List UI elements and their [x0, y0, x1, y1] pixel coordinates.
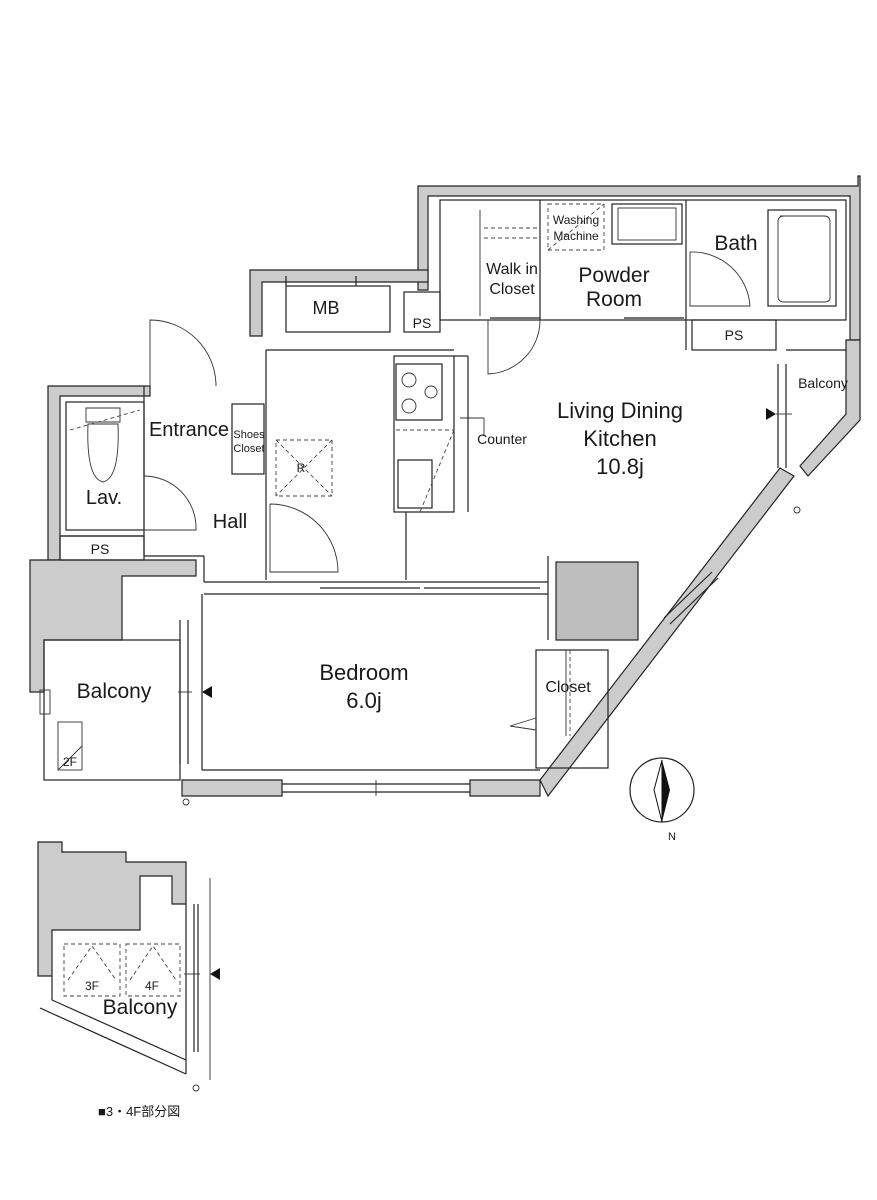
ldk-size-label: 10.8j — [596, 454, 644, 479]
ps-bath-label: PS — [725, 327, 744, 343]
bedroom-label: Bedroom — [319, 660, 408, 685]
ps-top-label: PS — [413, 315, 432, 331]
shoes-closet-label-2: Closet — [233, 443, 264, 455]
refrigerator-label: R — [297, 461, 306, 475]
hall-label: Hall — [213, 511, 247, 533]
partial-plan — [37, 841, 220, 1092]
compass — [629, 757, 695, 823]
partial-plan-caption: ■3・4F部分図 — [98, 1104, 180, 1119]
partial-balcony-label: Balcony — [103, 996, 178, 1019]
lav-label: Lav. — [86, 487, 122, 509]
interior-partitions — [39, 199, 847, 806]
entrance-label: Entrance — [149, 419, 229, 441]
washing-machine-label-2: Machine — [553, 229, 599, 243]
powder-room-label-2: Room — [586, 288, 642, 311]
bath-label: Bath — [714, 232, 757, 255]
floor-4f-label: 4F — [145, 979, 159, 993]
counter-label: Counter — [477, 431, 527, 447]
shoes-closet-label-1: Shoes — [233, 429, 265, 441]
mb-label: MB — [313, 298, 340, 318]
balcony-west-label: Balcony — [77, 680, 152, 703]
floor-2f-label: 2F — [63, 755, 77, 769]
washing-machine-label-1: Washing — [553, 213, 599, 227]
walk-in-closet-label-1: Walk in — [486, 261, 538, 278]
ldk-label-2: Kitchen — [583, 426, 656, 451]
bedroom-size-label: 6.0j — [346, 688, 381, 713]
powder-room-label-1: Powder — [578, 264, 649, 287]
compass-north-label: N — [668, 831, 676, 843]
balcony-east-label: Balcony — [798, 375, 848, 391]
ps-lav-label: PS — [91, 541, 110, 557]
walk-in-closet-label-2: Closet — [489, 281, 535, 298]
ldk-label-1: Living Dining — [557, 398, 683, 423]
outer-walls — [29, 175, 861, 798]
floor-3f-label: 3F — [85, 979, 99, 993]
closet-label: Closet — [545, 679, 591, 696]
